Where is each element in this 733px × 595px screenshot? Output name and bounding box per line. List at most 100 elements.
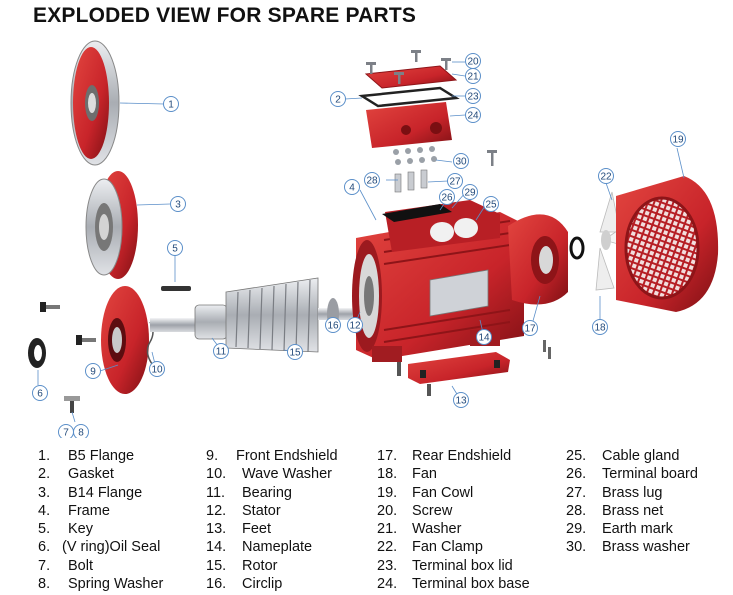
svg-text:22: 22 (600, 172, 612, 183)
legend-number: 10. (206, 466, 227, 483)
legend-number: 3. (38, 484, 51, 501)
nameplate (429, 269, 489, 317)
legend-number: 5. (38, 521, 51, 538)
legend-item: 8.Spring Washer (38, 576, 163, 594)
brass-lugs (394, 169, 428, 193)
callout-20: 20 (465, 53, 481, 69)
svg-text:17: 17 (524, 324, 536, 335)
legend-number: 21. (377, 521, 398, 538)
legend-item: 27.Brass lug (566, 485, 698, 503)
svg-text:25: 25 (485, 200, 497, 211)
callout-18: 18 (592, 319, 608, 335)
legend-item: 26.Terminal board (566, 466, 698, 484)
callout-17: 17 (522, 320, 538, 336)
legend-number: 29. (566, 521, 587, 538)
callout-15: 15 (287, 344, 303, 360)
legend-number: 20. (377, 502, 398, 519)
legend-number: 14. (206, 539, 227, 556)
callout-2: 2 (330, 91, 346, 107)
svg-text:11: 11 (216, 347, 227, 358)
legend-item: 1.B5 Flange (38, 448, 163, 466)
bolt-lower (76, 335, 96, 345)
legend-item: 2.Gasket (38, 466, 163, 484)
frame (352, 200, 524, 362)
legend-label: Terminal box base (412, 576, 530, 593)
legend-label: Terminal box lid (412, 557, 513, 574)
legend-label: Stator (242, 502, 281, 519)
legend-number: 23. (377, 557, 398, 574)
svg-text:30: 30 (455, 157, 467, 168)
svg-text:2: 2 (335, 95, 341, 106)
legend-item: 21. Washer (377, 521, 530, 539)
legend-item: 22.Fan Clamp (377, 539, 530, 557)
callout-29: 29 (462, 184, 478, 200)
callout-25: 25 (483, 196, 499, 212)
callout-28: 28 (364, 172, 380, 188)
legend-label: Frame (68, 502, 110, 519)
legend-item: 29. Earth mark (566, 521, 698, 539)
feet (408, 352, 510, 384)
rear-screws (543, 340, 551, 359)
legend-number: 15. (206, 557, 227, 574)
legend-label: Circlip (242, 576, 283, 593)
legend-label: Wave Washer (242, 466, 332, 483)
legend-number: 2. (38, 466, 51, 483)
front-endshield (101, 286, 149, 394)
legend-column-3: 17. Rear Endshield 18.Fan 19. Fan Cowl 20.… (377, 448, 530, 594)
svg-text:7: 7 (63, 428, 69, 439)
terminal-board (382, 204, 452, 222)
legend-number: 1. (38, 448, 51, 464)
callout-23: 23 (465, 88, 481, 104)
legend-number: 19. (377, 484, 398, 501)
legend-item: 10. Wave Washer (206, 466, 338, 484)
legend-label: Key (68, 521, 93, 538)
legend-number: 30. (566, 539, 587, 556)
legend-label: Screw (412, 502, 453, 519)
exploded-view-diagram: 1 2 3 4 5 6 7 8 9 10 11 12 13 14 15 16 1… (28, 40, 719, 439)
legend-item: 4. Frame (38, 503, 163, 521)
legend-number: 12. (206, 502, 227, 519)
legend-label: Earth mark (602, 521, 673, 538)
callout-12: 12 (347, 317, 363, 333)
legend-number: 16. (206, 576, 227, 593)
b5-flange (70, 40, 120, 166)
legend-number: 11. (206, 484, 226, 501)
callout-10: 10 (149, 361, 165, 377)
legend-label: Bearing (242, 484, 292, 501)
legend-label: Rotor (242, 557, 278, 574)
legend-item: 18.Fan (377, 466, 530, 484)
circlip (569, 236, 585, 260)
brass-washers (393, 146, 437, 165)
legend-item: 6.(V ring)Oil Seal (38, 539, 163, 557)
legend-number: 24. (377, 576, 398, 593)
legend-number: 26. (566, 466, 587, 483)
legend-number: 13. (206, 521, 227, 538)
legend-label: Rear Endshield (412, 448, 512, 464)
svg-text:19: 19 (672, 135, 684, 146)
svg-text:15: 15 (289, 348, 301, 359)
legend-label: Front Endshield (236, 448, 338, 464)
foot-bolts (397, 362, 431, 396)
callout-5: 5 (167, 240, 183, 256)
callout-19: 19 (670, 131, 686, 147)
legend-label: Fan Cowl (412, 484, 474, 501)
legend-label: (V ring)Oil Seal (62, 539, 161, 556)
rear-endshield (508, 214, 568, 305)
svg-text:13: 13 (455, 396, 467, 407)
legend-label: Fan (412, 466, 437, 483)
callout-14: 14 (476, 329, 492, 345)
legend-number: 4. (38, 502, 51, 519)
callout-21: 21 (465, 68, 481, 84)
legend-label: Washer (412, 521, 462, 538)
legend-number: 25. (566, 448, 587, 464)
legend-label: Brass net (602, 502, 664, 519)
bolt-front (40, 302, 60, 312)
callout-30: 30 (453, 153, 469, 169)
legend-number: 17. (377, 448, 398, 464)
fan-cowl (616, 176, 719, 312)
legend-item: 7.Bolt (38, 558, 163, 576)
svg-text:5: 5 (172, 244, 178, 255)
callout-3: 3 (170, 196, 186, 212)
legend-label: Feet (242, 521, 272, 538)
legend-item: 17. Rear Endshield (377, 448, 530, 466)
